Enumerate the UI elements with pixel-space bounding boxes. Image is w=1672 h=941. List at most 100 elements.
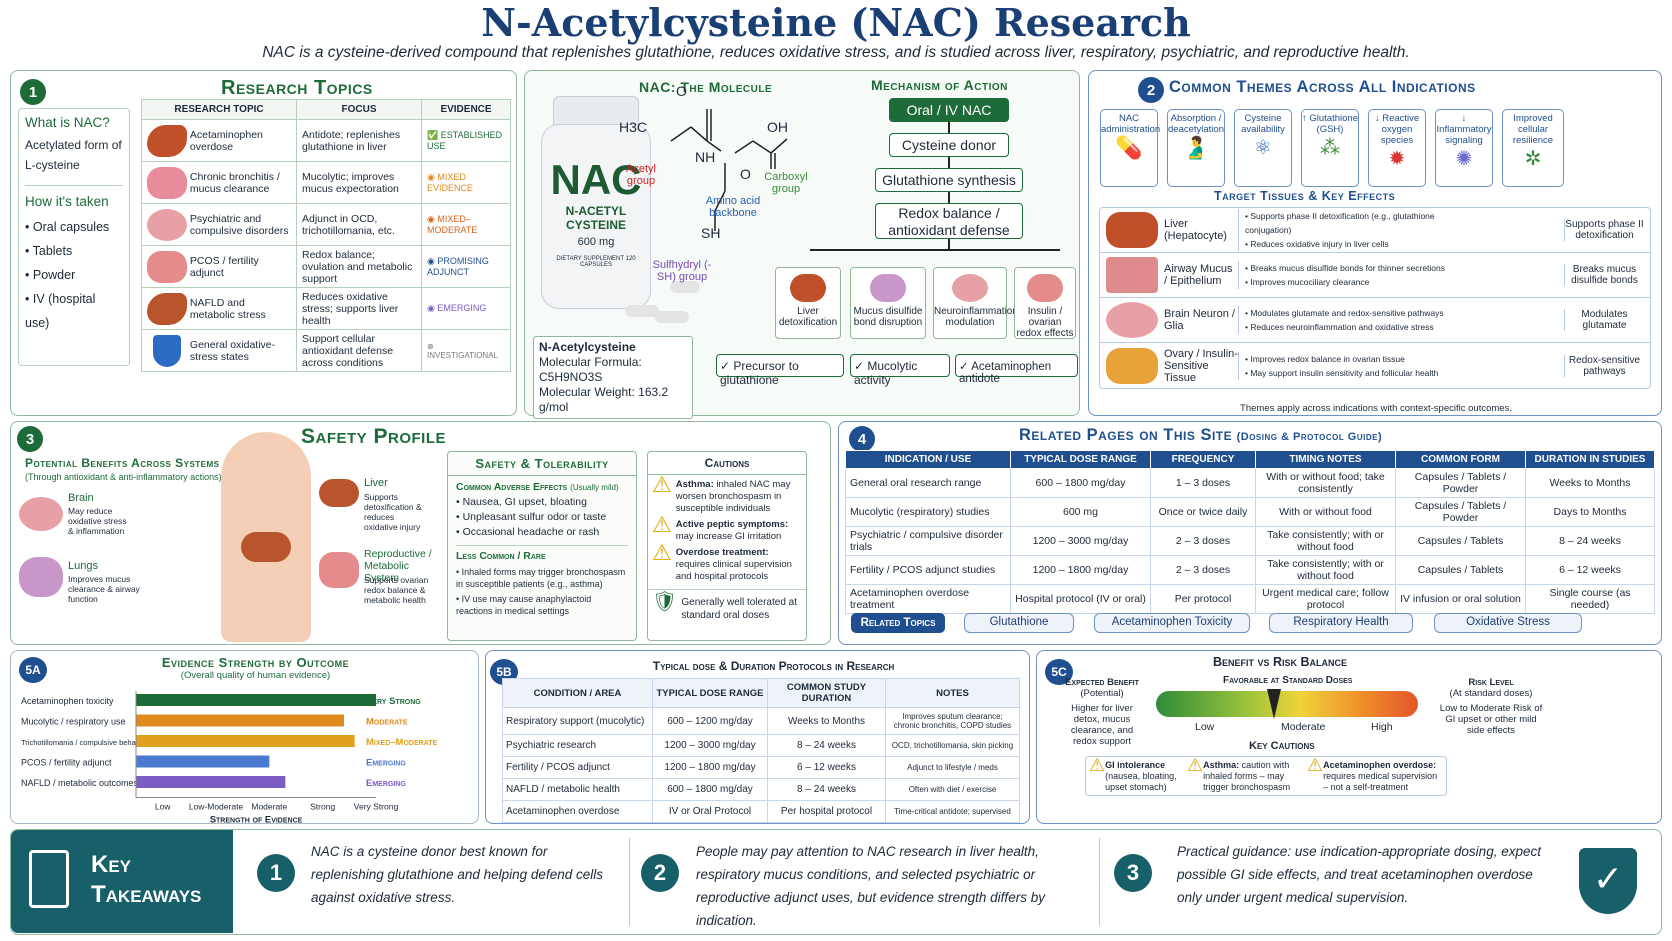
section-number: 5A xyxy=(19,657,47,683)
chart-title: Evidence Strength by Outcome xyxy=(161,655,350,670)
x-tick-label: Low-Moderate xyxy=(189,802,244,812)
mixed-moderate-icon: ◉ xyxy=(427,214,435,224)
inflammation-icon: ✺ xyxy=(1455,148,1473,170)
ros-icon: ✹ xyxy=(1388,148,1406,170)
chart-subtitle: (Overall quality of human evidence) xyxy=(180,670,331,681)
bar-value-label: Mixed–Moderate xyxy=(366,737,437,748)
page-subtitle: NAC is a cysteine-derived compound that … xyxy=(262,44,1410,61)
target-box: Liver detoxification xyxy=(775,267,841,339)
organ-name: Lungs xyxy=(68,560,98,572)
section-number: 2 xyxy=(1138,77,1164,103)
evidence-chart-panel: 5A Evidence Strength by Outcome (Overall… xyxy=(10,650,479,826)
target-box: Mucus disulfide bond disruption xyxy=(850,267,926,339)
nac-info-box: What is NAC? Acetylated form of L-cystei… xyxy=(18,108,130,366)
related-link-glutathione[interactable]: Glutathione xyxy=(964,613,1074,633)
amino-label: Amino acid backbone xyxy=(705,195,761,219)
liver-icon xyxy=(147,124,187,157)
research-topics-title: Research Topics xyxy=(221,77,373,99)
target-box: Insulin / ovarian redox effects xyxy=(1014,267,1076,339)
related-pages-sub: (Dosing & Protocol Guide) xyxy=(1236,431,1383,443)
theme-box: ↑ Glutathione (GSH)⁂ xyxy=(1301,109,1359,187)
what-text: Acetylated form of L-cysteine xyxy=(25,138,122,172)
expected-benefit: Expected Benefit (Potential) Higher for … xyxy=(1065,677,1139,747)
benefits-sub: (Through antioxidant & anti-inflammatory… xyxy=(25,472,222,482)
category-label: Mucolytic / respiratory use xyxy=(21,717,126,727)
key-caution: ⚠GI intolerance (nausea, bloating, upset… xyxy=(1089,755,1177,792)
capsule-icon xyxy=(670,281,700,293)
mechanism-badge: ✓ Precursor to glutathione xyxy=(716,354,844,387)
risk-scale-bar xyxy=(1156,691,1418,717)
caution-item: ⚠Overdose treatment: requires clinical s… xyxy=(652,540,792,583)
molecule-structure xyxy=(670,109,788,231)
risk-marker xyxy=(1266,689,1281,719)
themes-footer: Themes apply across indications with con… xyxy=(1240,403,1512,414)
tolerability-box: Safety & Tolerability Common Adverse Eff… xyxy=(447,451,637,641)
scale-low: Low xyxy=(1195,721,1215,733)
bottle-sub: N-ACETYL CYSTEINE xyxy=(565,204,627,232)
rare-item: • Inhaled forms may trigger bronchospasm… xyxy=(456,567,626,589)
warning-icon: ⚠ xyxy=(1187,755,1204,775)
tolerability-title: Safety & Tolerability xyxy=(448,452,636,476)
lungs-icon xyxy=(19,557,63,597)
organ-name: Reproductive / Metabolic System xyxy=(364,548,432,584)
caution-item: ⚠Asthma: inhaled NAC may worsen bronchos… xyxy=(652,472,791,515)
header: N-Acetylcysteine (NAC) Research NAC is a… xyxy=(0,0,1672,62)
takeaway-text: NAC is a cysteine donor best known for r… xyxy=(311,844,603,905)
divider xyxy=(629,838,630,926)
related-link-respiratory[interactable]: Respiratory Health xyxy=(1269,613,1413,633)
organ-name: Liver xyxy=(364,477,388,489)
caution-item: ⚠Active peptic symptoms: may increase GI… xyxy=(652,512,789,543)
table-row: Respiratory support (mucolytic)600 – 120… xyxy=(502,707,1020,735)
mechanism-badge: ✓ Acetaminophen antidote xyxy=(955,354,1078,385)
promising-icon: ◉ xyxy=(427,256,435,266)
section-number: 5C xyxy=(1045,659,1073,685)
theme-box: Improved cellular resilience✲ xyxy=(1502,109,1564,187)
shield-icon xyxy=(153,334,181,367)
section-number: 3 xyxy=(17,426,43,452)
key-cautions-title: Key Cautions xyxy=(1249,740,1315,752)
takeaways-title-2: Takeaways xyxy=(91,881,202,908)
mixed-icon: ◉ xyxy=(427,172,435,182)
organ-text: Improves mucus clearance & airway functi… xyxy=(68,574,140,604)
cautions-title: Cautions xyxy=(648,452,806,475)
evidence-bar xyxy=(136,714,344,727)
uterus-icon xyxy=(1027,274,1063,302)
scale-moderate: Moderate xyxy=(1281,721,1326,733)
how-title: How it's taken xyxy=(25,194,109,209)
organ-name: Brain xyxy=(68,492,94,504)
related-link-oxidative-stress[interactable]: Oxidative Stress xyxy=(1434,613,1582,633)
carboxyl-label: Carboxyl group xyxy=(764,171,808,195)
common-themes-panel: 2 Common Themes Across All Indications N… xyxy=(1088,70,1662,416)
sulfhydryl-label: Sulfhydryl (-SH) group xyxy=(652,259,712,283)
takeaways-header: Key Takeaways xyxy=(11,830,233,933)
clipboard-icon xyxy=(29,850,69,908)
key-caution: ⚠Acetaminophen overdose: requires medica… xyxy=(1307,755,1438,792)
scale-high: High xyxy=(1371,721,1393,733)
common-title: Common Adverse Effects xyxy=(456,481,568,493)
favorable-label: Favorable at Standard Doses xyxy=(1223,675,1353,686)
liver-icon xyxy=(790,274,826,302)
tissue-row: Liver (Hepatocyte) • Supports phase II d… xyxy=(1100,208,1650,253)
tissue-row: Ovary / Insulin-Sensitive Tissue • Impro… xyxy=(1100,343,1650,388)
warning-icon: ⚠ xyxy=(652,512,672,537)
organ-text: Supports detoxification & reduces oxidat… xyxy=(364,492,422,532)
page-title: N-Acetylcysteine (NAC) Research xyxy=(481,0,1191,45)
evidence-bar xyxy=(136,694,376,706)
benefits-title: Potential Benefits Across Systems xyxy=(25,456,220,470)
safety-panel: 3 Safety Profile Potential Benefits Acro… xyxy=(10,421,831,645)
mechanism-step: Glutathione synthesis xyxy=(875,168,1023,192)
x-axis-label: Strength of Evidence xyxy=(210,815,303,826)
related-link-acetaminophen[interactable]: Acetaminophen Toxicity xyxy=(1094,613,1250,633)
brain-icon xyxy=(1106,302,1158,338)
takeaway-text: People may pay attention to NAC research… xyxy=(696,844,1045,928)
x-tick-label: Very Strong xyxy=(354,802,399,812)
